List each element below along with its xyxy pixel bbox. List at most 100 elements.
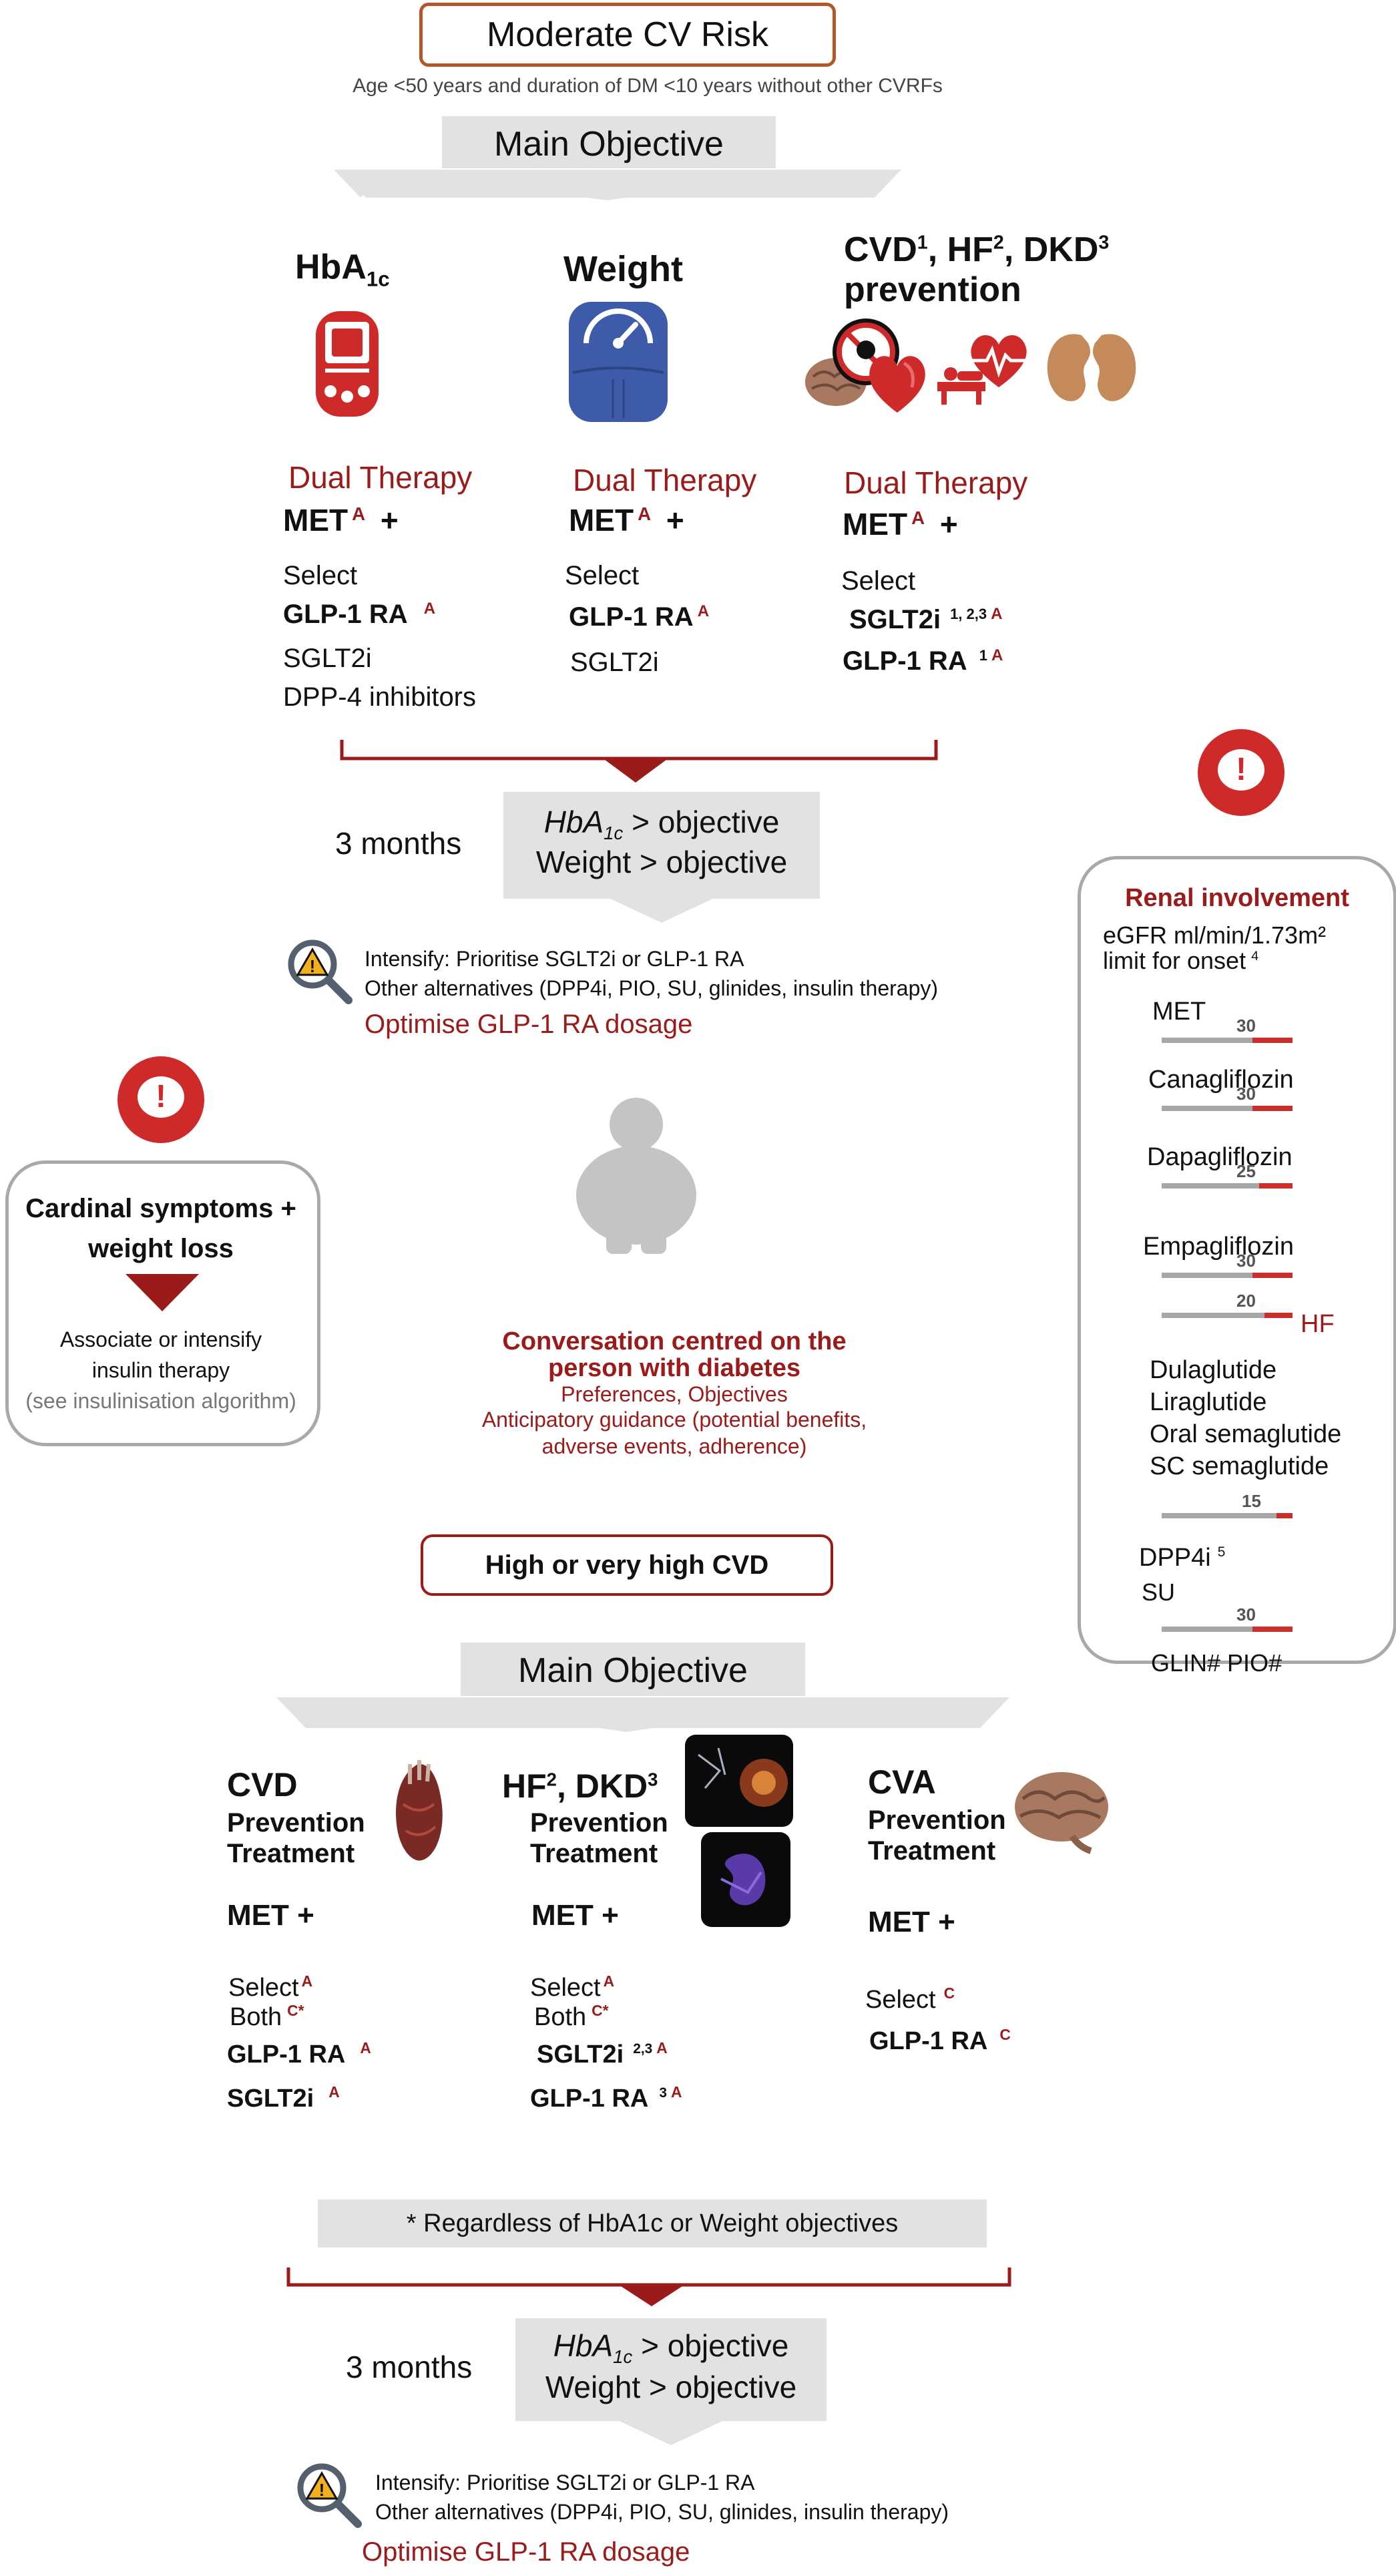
sglt2i-hba1c: SGLT2i bbox=[283, 644, 372, 673]
dual-therapy-cvd: Dual Therapy bbox=[844, 465, 1028, 500]
renal-bar-dapagliflozin: 25 bbox=[1162, 1161, 1293, 1193]
regardless-note: * Regardless of HbA1c or Weight objectiv… bbox=[406, 2209, 899, 2237]
dual-therapy-hba1c: Dual Therapy bbox=[288, 460, 473, 495]
optimise-text-1: Optimise GLP-1 RA dosage bbox=[365, 1010, 693, 1039]
renal-bar-line bbox=[1162, 1183, 1293, 1189]
renal-bar-dpp4i-su: 30 bbox=[1162, 1604, 1293, 1636]
renal-hf-tag: HF bbox=[1301, 1310, 1335, 1338]
anatomical-heart-icon bbox=[396, 1760, 443, 1861]
warning-magnifier-icon: ! bbox=[288, 939, 353, 1004]
renal-bar-value: 25 bbox=[1236, 1161, 1256, 1181]
renal-drug-su: SU bbox=[1142, 1578, 1176, 1606]
renal-bar-value: 30 bbox=[1236, 1084, 1256, 1104]
cardinal-line-1: Associate or intensify bbox=[59, 1327, 262, 1351]
intensify-text-1: Intensify: Prioritise SGLT2i or GLP-1 RA bbox=[365, 947, 744, 971]
moderate-cv-risk-subtitle: Age <50 years and duration of DM <10 yea… bbox=[353, 75, 943, 97]
renal-drug-glp1-group: Dulaglutide Liraglutide Oral semaglutide… bbox=[1150, 1354, 1341, 1482]
renal-bar-red bbox=[1252, 1038, 1293, 1043]
hf-dkd-prevention: Prevention bbox=[530, 1808, 668, 1838]
renal-drug-met: MET bbox=[1152, 998, 1206, 1026]
alert-icon-left: ! bbox=[118, 1056, 204, 1143]
dpp4-hba1c: DPP-4 inhibitors bbox=[283, 682, 477, 712]
conversation-title-1: Conversation centred on the bbox=[502, 1327, 847, 1355]
three-months-1: 3 months bbox=[335, 826, 462, 861]
renal-drug-empagliflozin: Empagliflozin bbox=[1143, 1233, 1294, 1261]
renal-drug-canagliflozin: Canagliflozin bbox=[1148, 1066, 1294, 1094]
alert-icon-right: ! bbox=[1198, 729, 1285, 816]
objective-box-1-bg bbox=[503, 792, 820, 923]
renal-bar-value: 20 bbox=[1236, 1291, 1256, 1311]
renal-bar-red bbox=[1259, 1183, 1293, 1189]
renal-bar-value: 30 bbox=[1236, 1251, 1256, 1271]
cva-heading: CVA bbox=[868, 1763, 936, 1801]
kidney-scan-icon bbox=[701, 1832, 790, 1927]
kidney-icon bbox=[1047, 334, 1136, 401]
main-objective-label-1: Main Objective bbox=[494, 125, 724, 164]
high-risk-title: High or very high CVD bbox=[485, 1550, 769, 1580]
conversation-line-2: Anticipatory guidance (potential benefit… bbox=[481, 1408, 867, 1432]
renal-bar-line bbox=[1162, 1313, 1293, 1318]
cva-prevention: Prevention bbox=[868, 1805, 1006, 1835]
cardinal-line-2: insulin therapy bbox=[91, 1358, 230, 1382]
weight-heading: Weight bbox=[563, 249, 683, 289]
cva-treatment: Treatment bbox=[868, 1836, 996, 1866]
renal-bar-red bbox=[1276, 1513, 1293, 1518]
renal-bar-red bbox=[1252, 1106, 1293, 1111]
weight-objective-1: Weight > objective bbox=[535, 845, 788, 879]
renal-bar-line bbox=[1162, 1273, 1293, 1278]
renal-bar-value: 30 bbox=[1236, 1016, 1256, 1036]
renal-bar-value: 15 bbox=[1242, 1491, 1261, 1511]
alternatives-text-1: Other alternatives (DPP4i, PIO, SU, glin… bbox=[365, 976, 939, 1000]
cardiac-scan-icon bbox=[685, 1735, 793, 1827]
svg-text:!: ! bbox=[310, 956, 316, 976]
main-objective-band-1 bbox=[334, 116, 901, 200]
cvd-heading: CVD bbox=[227, 1766, 298, 1803]
heart-monitor-icon bbox=[937, 335, 1031, 405]
hf-dkd-heading: HF2, DKD3 bbox=[502, 1767, 658, 1805]
three-months-2: 3 months bbox=[346, 2350, 473, 2384]
hf-dkd-met: MET + bbox=[531, 1899, 619, 1932]
warning-magnifier-icon-2: ! bbox=[297, 2463, 362, 2528]
heart-icon bbox=[869, 356, 925, 413]
renal-bar-empagliflozin-hf: 20 bbox=[1162, 1291, 1293, 1322]
conversation-title-2: person with diabetes bbox=[548, 1354, 800, 1382]
renal-bar-red bbox=[1252, 1627, 1293, 1632]
regardless-note-box: * Regardless of HbA1c or Weight objectiv… bbox=[318, 2199, 987, 2247]
hba1c-heading: HbA1c bbox=[295, 248, 390, 291]
conversation-line-3: adverse events, adherence) bbox=[541, 1434, 807, 1458]
dual-therapy-weight: Dual Therapy bbox=[573, 463, 757, 497]
moderate-cv-risk-title: Moderate CV Risk bbox=[487, 15, 768, 54]
alternatives-text-2: Other alternatives (DPP4i, PIO, SU, glin… bbox=[375, 2500, 949, 2524]
intensify-text-2: Intensify: Prioritise SGLT2i or GLP-1 RA bbox=[375, 2471, 755, 2495]
renal-bar-glp1: 15 bbox=[1162, 1491, 1293, 1522]
cardinal-line-3: (see insulinisation algorithm) bbox=[25, 1389, 296, 1413]
hba1c-objective-2: HbA1c > objective bbox=[553, 2328, 789, 2368]
renal-bar-line bbox=[1162, 1038, 1293, 1043]
objective-box-2-bg bbox=[515, 2318, 827, 2445]
moderate-cv-risk-title-box: Moderate CV Risk bbox=[419, 3, 836, 67]
brain-cva-icon bbox=[1015, 1772, 1108, 1854]
hf-dkd-treatment: Treatment bbox=[530, 1839, 658, 1868]
renal-bar-red bbox=[1252, 1273, 1293, 1278]
high-risk-title-box: High or very high CVD bbox=[421, 1534, 833, 1596]
scale-icon bbox=[569, 302, 668, 422]
renal-bar-met: 30 bbox=[1162, 1016, 1293, 1047]
renal-box bbox=[1078, 856, 1396, 1664]
renal-bar-line bbox=[1162, 1513, 1293, 1518]
